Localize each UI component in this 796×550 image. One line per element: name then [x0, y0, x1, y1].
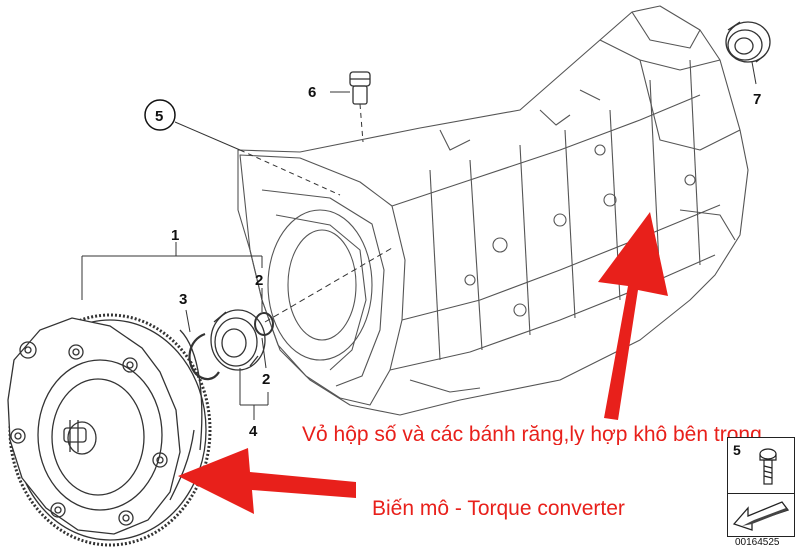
- fastener-reference-box: 5: [727, 437, 795, 537]
- gearbox-housing: [237, 5, 749, 416]
- part-2-o-ring: [254, 312, 274, 336]
- dashed-axis-part-5: [239, 149, 341, 196]
- reference-part-number: 5: [733, 442, 741, 458]
- part-4-bracket: [239, 368, 269, 420]
- reference-box-divider: [728, 493, 794, 494]
- part-label-5: 5: [155, 108, 163, 125]
- part-5-callout-circle: [144, 99, 176, 131]
- part-label-7: 7: [753, 91, 761, 108]
- part-4-shaft-seal: [210, 309, 266, 371]
- dashed-axis-part-6: [359, 103, 364, 143]
- part-1-bracket: [81, 242, 263, 300]
- part-label-4: 4: [249, 423, 258, 440]
- torque-converter: [7, 313, 212, 547]
- part-label-2-top: 2: [255, 272, 263, 289]
- part-label-3: 3: [179, 291, 187, 308]
- part-6-plug: [349, 71, 371, 105]
- part-label-6: 6: [308, 84, 316, 101]
- dashed-shaft-axis: [264, 247, 393, 323]
- red-arrow-converter: [178, 448, 356, 514]
- direction-arrow-icon: [732, 501, 790, 531]
- bolt-icon: [759, 448, 777, 485]
- leader-part-5: [174, 121, 241, 151]
- leader-part-7: [751, 61, 757, 85]
- leader-part-3: [185, 309, 191, 333]
- part-label-2-bottom: 2: [262, 371, 270, 388]
- red-arrow-gearbox: [598, 212, 668, 420]
- annotation-gearbox: Vỏ hộp số và các bánh răng,ly hợp khô bê…: [302, 424, 762, 445]
- annotation-torque-converter: Biến mô - Torque converter: [372, 497, 625, 520]
- leader-part-2-bottom: [261, 337, 267, 369]
- image-reference-code: 00164525: [735, 537, 780, 548]
- part-label-1: 1: [171, 227, 179, 244]
- part-7-seal: [725, 21, 771, 63]
